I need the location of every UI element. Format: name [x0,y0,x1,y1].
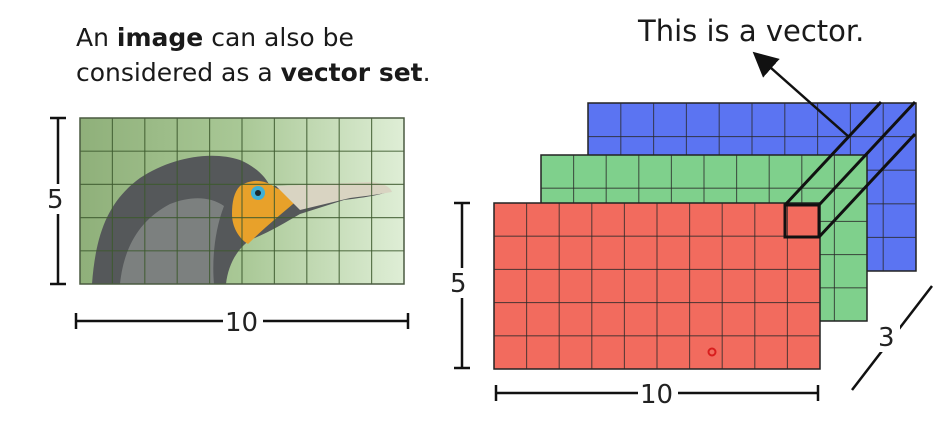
bird-neck-light [120,198,224,284]
stack-width-dimension: 10 [494,379,820,410]
caption-part-1: An [76,23,117,52]
pixel-marker [707,347,717,357]
image-height-label: 5 [47,185,64,215]
image-grid [80,118,404,284]
vector-label: This is a vector. [638,14,865,48]
stack-depth-dimension: 3 [851,285,933,391]
stack-height-dimension: 5 [448,201,476,370]
image-border [79,117,405,285]
caption-bold-image: image [116,23,204,52]
bird-throat [232,180,300,244]
caption-text: An image can also be considered as a vec… [76,20,431,90]
vector-prism [783,100,917,239]
bird-image [79,117,405,285]
vector-arrow [752,51,850,138]
caption-part-3: considered as a [76,58,281,87]
stack-height-label: 5 [450,269,467,299]
caption-part-4: . [422,58,431,87]
layer-stack [493,102,917,370]
image-width-label: 10 [225,308,258,338]
caption-part-2: can also be [203,23,354,52]
red-layer [493,202,821,370]
caption-bold-vector-set: vector set [280,58,423,87]
image-height-dimension: 5 [44,116,72,286]
stack-width-label: 10 [640,380,673,410]
stack-depth-label: 3 [878,323,895,353]
image-width-dimension: 10 [74,307,410,338]
bird-beak [276,182,392,210]
